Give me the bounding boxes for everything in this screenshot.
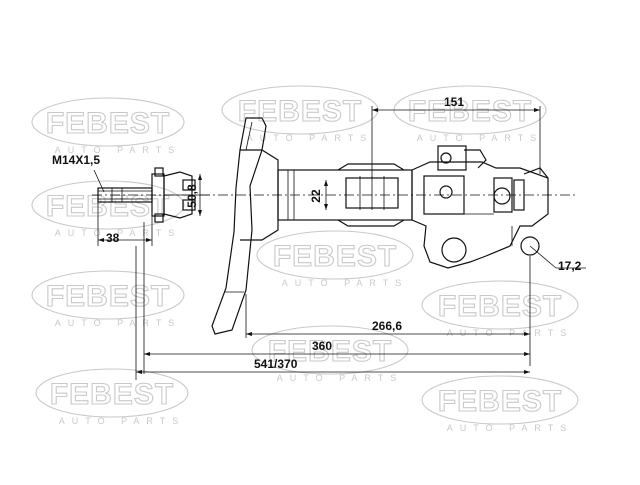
arrow	[524, 332, 530, 336]
watermark-group: FEBEST AUTO PARTS FEBEST AUTO PARTS FEBE…	[31, 85, 579, 433]
label-top-offset: 151	[444, 95, 464, 109]
watermark-4: FEBEST AUTO PARTS	[31, 180, 185, 238]
watermark-brand: FEBEST	[46, 280, 170, 313]
watermark-sub: AUTO PARTS	[277, 373, 404, 383]
watermark-brand: FEBEST	[238, 95, 362, 128]
arrow	[144, 352, 150, 356]
watermark-1: FEBEST AUTO PARTS	[31, 97, 185, 155]
watermark-sub: AUTO PARTS	[55, 318, 182, 328]
strut-drawing	[97, 117, 549, 335]
arrow	[372, 108, 378, 112]
watermark-sub: AUTO PARTS	[55, 145, 182, 155]
label-thread: M14X1,5	[52, 153, 100, 167]
watermark-brand: FEBEST	[50, 378, 174, 411]
watermark-brand: FEBEST	[438, 385, 562, 418]
watermark-brand: FEBEST	[46, 107, 170, 140]
spring-seat	[211, 117, 279, 335]
upper-mount	[151, 167, 210, 223]
label-rod-diameter: 22	[309, 189, 323, 203]
dimension-lines	[93, 106, 586, 380]
arrow	[246, 332, 252, 336]
dimension-labels: M14X1,5 38 50,8 22 151 17,2 266,6 360 54…	[52, 95, 582, 371]
watermark-sub: AUTO PARTS	[247, 133, 374, 143]
watermark-9: FEBEST AUTO PARTS	[251, 325, 409, 383]
arrow	[98, 238, 104, 242]
arrow	[524, 352, 530, 356]
watermark-sub: AUTO PARTS	[447, 423, 574, 433]
watermark-sub: AUTO PARTS	[417, 133, 544, 143]
knuckle-bracket	[411, 145, 549, 269]
arrow	[198, 210, 202, 216]
watermark-brand: FEBEST	[273, 240, 397, 273]
watermark-sub: AUTO PARTS	[447, 328, 574, 338]
thread-leader	[93, 169, 105, 193]
arrow	[136, 370, 142, 374]
watermark-brand: FEBEST	[268, 335, 392, 368]
arrow	[524, 370, 530, 374]
label-mid-length: 360	[312, 339, 332, 353]
watermark-10: FEBEST AUTO PARTS	[421, 375, 579, 433]
arrow	[324, 204, 328, 210]
label-lower-length: 266,6	[372, 319, 402, 333]
label-diameter-top: 50,8	[185, 184, 199, 208]
arrow	[198, 174, 202, 180]
watermark-6: FEBEST AUTO PARTS	[31, 270, 185, 328]
label-thread-length: 38	[106, 231, 120, 245]
label-bracket-hole: 17,2	[558, 259, 582, 273]
watermark-3: FEBEST AUTO PARTS	[393, 85, 547, 143]
arrow	[324, 180, 328, 186]
label-total-length: 541/370	[254, 357, 298, 371]
watermark-7: FEBEST AUTO PARTS	[421, 280, 579, 338]
watermark-5: FEBEST AUTO PARTS	[256, 230, 414, 288]
watermark-sub: AUTO PARTS	[59, 416, 186, 426]
watermark-brand: FEBEST	[408, 95, 532, 128]
watermark-sub: AUTO PARTS	[55, 228, 182, 238]
watermark-8: FEBEST AUTO PARTS	[35, 368, 189, 426]
watermark-sub: AUTO PARTS	[282, 278, 409, 288]
watermark-brand: FEBEST	[438, 290, 562, 323]
watermark-2: FEBEST AUTO PARTS	[221, 85, 379, 143]
hole-leader	[529, 245, 557, 269]
arrow	[534, 108, 540, 112]
arrow	[146, 238, 152, 242]
